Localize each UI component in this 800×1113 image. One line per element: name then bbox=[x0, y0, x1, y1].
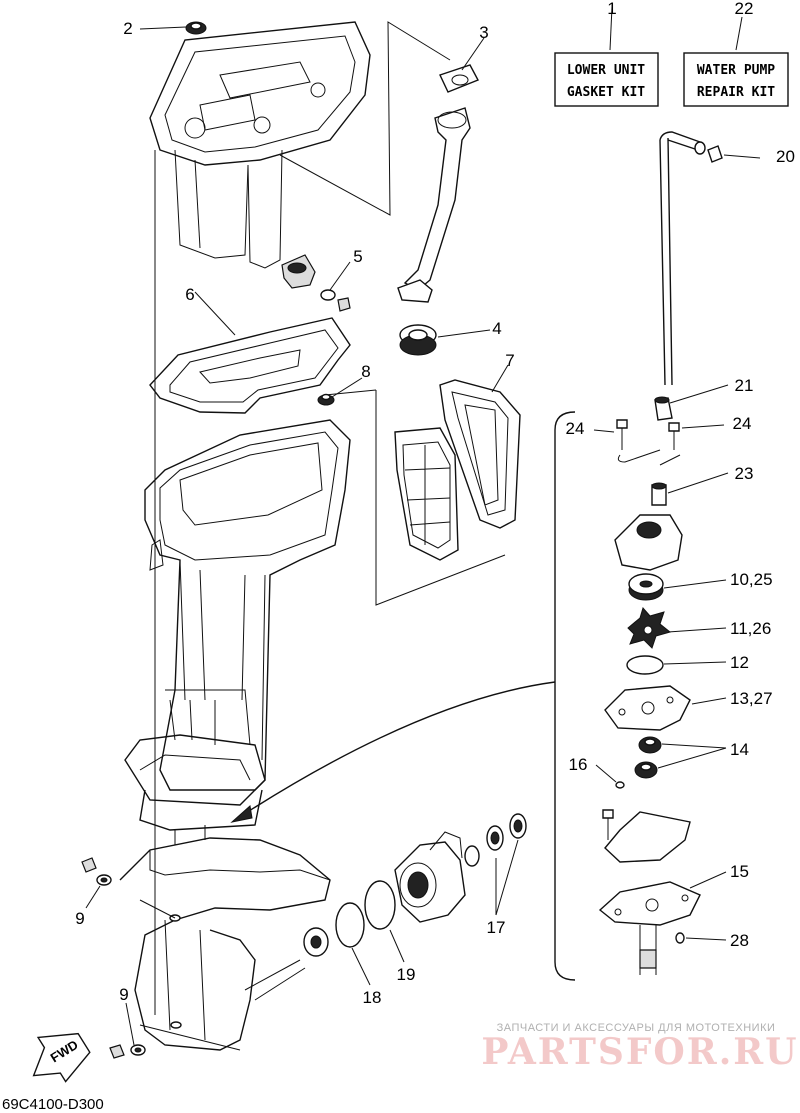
callout-23: 23 bbox=[735, 464, 754, 483]
part-7-water-screen bbox=[394, 379, 521, 561]
part-16-dowel-pin bbox=[615, 781, 625, 789]
part-28-key bbox=[675, 932, 685, 944]
callout-9-lower: 9 bbox=[119, 985, 128, 1004]
part-4-seal bbox=[399, 324, 437, 356]
callout-9-upper: 9 bbox=[75, 909, 84, 928]
callout-16: 16 bbox=[569, 755, 588, 774]
part-14-seals bbox=[634, 736, 662, 779]
callout-8: 8 bbox=[361, 362, 370, 381]
lower-unit-gasket-kit-box: LOWER UNIT GASKET KIT bbox=[554, 52, 659, 107]
part-9-drain-screws bbox=[81, 857, 146, 1059]
callout-10-25: 10,25 bbox=[730, 570, 773, 589]
callout-labels: 2 3 1 22 20 5 6 4 8 7 21 24 24 23 10,25 … bbox=[75, 0, 795, 1007]
leader-lines bbox=[85, 6, 761, 1046]
watermark: ЗАПЧАСТИ И АКСЕССУАРЫ ДЛЯ МОТОТЕХНИКИ PA… bbox=[481, 1022, 798, 1073]
callout-20: 20 bbox=[776, 147, 795, 166]
part-8-nut bbox=[317, 393, 335, 406]
part-24-bolts bbox=[616, 419, 681, 466]
callout-17: 17 bbox=[487, 918, 506, 937]
part-2-grommet bbox=[185, 21, 207, 35]
callout-4: 4 bbox=[492, 319, 501, 338]
callout-12: 12 bbox=[730, 653, 749, 672]
gasket-kit-line1: LOWER UNIT bbox=[567, 63, 645, 78]
part-18-o-ring bbox=[335, 902, 365, 948]
pump-kit-line2: REPAIR KIT bbox=[697, 85, 775, 100]
callout-24-right: 24 bbox=[733, 414, 752, 433]
part-19-o-ring bbox=[364, 880, 396, 930]
gasket-kit-line2: GASKET KIT bbox=[567, 85, 645, 100]
drive-shaft-housing bbox=[124, 419, 351, 831]
pump-assembly-bracket bbox=[230, 411, 576, 981]
upper-casing-plate bbox=[149, 21, 371, 269]
part-20-water-tube bbox=[659, 131, 723, 386]
part-21-grommet bbox=[654, 396, 673, 421]
callout-14: 14 bbox=[730, 740, 749, 759]
assembly-guide-lines bbox=[154, 21, 506, 1015]
part-10-insert-cartridge bbox=[628, 573, 664, 601]
part-3-exhaust-pipe bbox=[397, 64, 479, 303]
part-15-pump-base bbox=[598, 809, 701, 975]
callout-15: 15 bbox=[730, 862, 749, 881]
thrust-washer bbox=[303, 927, 329, 957]
watermark-brand: PARTSFOR.RU bbox=[481, 1031, 798, 1073]
fwd-arrow: FWD bbox=[32, 1032, 91, 1083]
part-17-bearings bbox=[464, 813, 527, 867]
callout-18: 18 bbox=[363, 988, 382, 1007]
callout-24-left: 24 bbox=[566, 419, 585, 438]
callout-2: 2 bbox=[123, 19, 132, 38]
gear-case bbox=[119, 825, 331, 1051]
callout-1: 1 bbox=[607, 0, 616, 18]
part-6-gasket bbox=[149, 317, 351, 414]
callout-5: 5 bbox=[353, 247, 362, 266]
part-5-plug bbox=[281, 254, 351, 312]
pump-kit-line1: WATER PUMP bbox=[697, 63, 775, 78]
part-13-outer-plate bbox=[604, 685, 691, 731]
callout-13-27: 13,27 bbox=[730, 689, 773, 708]
part-12-o-ring bbox=[626, 655, 664, 675]
watermark-caption: ЗАПЧАСТИ И АКСЕССУАРЫ ДЛЯ МОТОТЕХНИКИ bbox=[497, 1022, 776, 1034]
part-23-pump-housing bbox=[614, 482, 683, 571]
callout-21: 21 bbox=[735, 376, 754, 395]
callout-22: 22 bbox=[735, 0, 754, 18]
callout-7: 7 bbox=[505, 351, 514, 370]
callout-11-26: 11,26 bbox=[730, 619, 771, 638]
propeller-shaft-housing bbox=[394, 831, 466, 923]
part-11-impeller bbox=[627, 606, 672, 649]
callout-19: 19 bbox=[397, 965, 416, 984]
callout-3: 3 bbox=[479, 23, 488, 42]
callout-28: 28 bbox=[730, 931, 749, 950]
water-pump-repair-kit-box: WATER PUMP REPAIR KIT bbox=[683, 52, 789, 107]
diagram-code: 69C4100-D300 bbox=[2, 1096, 104, 1113]
callout-6: 6 bbox=[185, 285, 194, 304]
